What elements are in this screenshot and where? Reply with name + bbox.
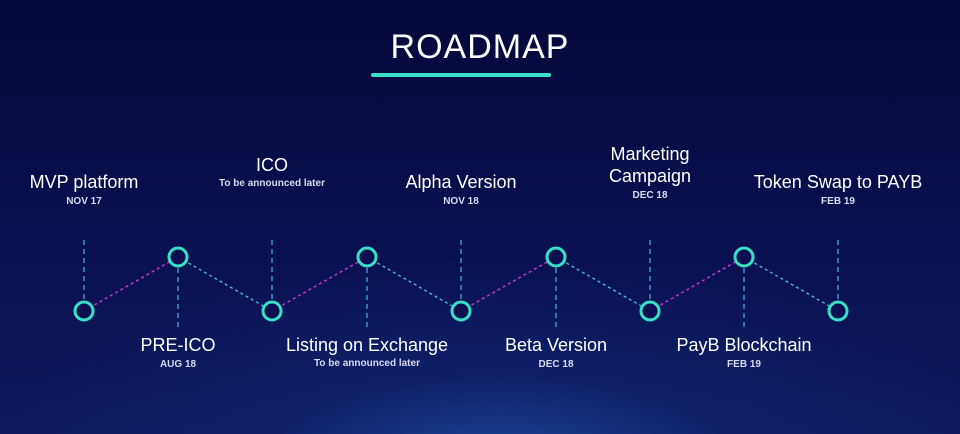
milestone-date: FEB 19	[821, 196, 855, 207]
milestone-title: PRE-ICO	[140, 335, 216, 355]
milestone-beta-version: Beta Version DEC 18	[456, 334, 656, 373]
milestone-title: Beta Version	[504, 335, 608, 355]
milestone-mvp-platform: MVP platform NOV 17	[0, 171, 184, 210]
milestone-date: DEC 18	[538, 359, 574, 370]
title-underline	[371, 73, 551, 77]
milestone-date: NOV 18	[443, 196, 479, 207]
node-mvp	[73, 300, 95, 322]
connector-6	[555, 256, 651, 312]
milestone-title: ICO	[255, 155, 288, 175]
milestone-alpha-version: Alpha Version NOV 18	[361, 171, 561, 210]
milestone-listing-on-exchange: Listing on Exchange To be announced late…	[267, 334, 467, 371]
node-payb	[733, 246, 755, 268]
connector-4	[366, 256, 462, 312]
node-pre-ico	[167, 246, 189, 268]
milestone-title: MVP platform	[29, 172, 139, 192]
milestone-title: Token Swap to PAYB	[753, 172, 923, 192]
milestone-pre-ico: PRE-ICO AUG 18	[78, 334, 278, 373]
page-title: ROADMAP	[390, 28, 570, 66]
node-beta	[545, 246, 567, 268]
node-ico	[261, 300, 283, 322]
connector-1	[83, 256, 179, 312]
milestone-date: DEC 18	[632, 190, 668, 201]
dashed-guides	[83, 240, 839, 328]
milestone-marketing-campaign: Marketing Campaign DEC 18	[550, 143, 750, 204]
milestone-date: NOV 17	[66, 196, 102, 207]
connector-7	[649, 256, 745, 312]
milestone-payb-blockchain: PayB Blockchain FEB 19	[644, 334, 844, 373]
zigzag-connectors	[83, 256, 839, 312]
milestone-token-swap: Token Swap to PAYB FEB 19	[738, 171, 938, 210]
milestone-title: Alpha Version	[405, 172, 517, 192]
connector-8	[743, 256, 839, 312]
node-marketing	[639, 300, 661, 322]
milestone-title: PayB Blockchain	[676, 335, 812, 355]
milestone-title: Marketing Campaign	[608, 144, 692, 186]
milestone-date: To be announced later	[219, 178, 325, 189]
milestone-date: To be announced later	[314, 358, 420, 369]
connector-5	[460, 256, 557, 312]
milestone-ico: ICO To be announced later	[172, 154, 372, 191]
node-alpha	[450, 300, 472, 322]
milestone-date: AUG 18	[159, 359, 197, 370]
connector-2	[177, 256, 273, 312]
milestone-date: FEB 19	[727, 359, 761, 370]
milestone-title: Listing on Exchange	[285, 335, 449, 355]
node-token-swap	[827, 300, 849, 322]
connector-3	[271, 256, 368, 312]
timeline-nodes	[73, 246, 849, 322]
node-listing	[356, 246, 378, 268]
